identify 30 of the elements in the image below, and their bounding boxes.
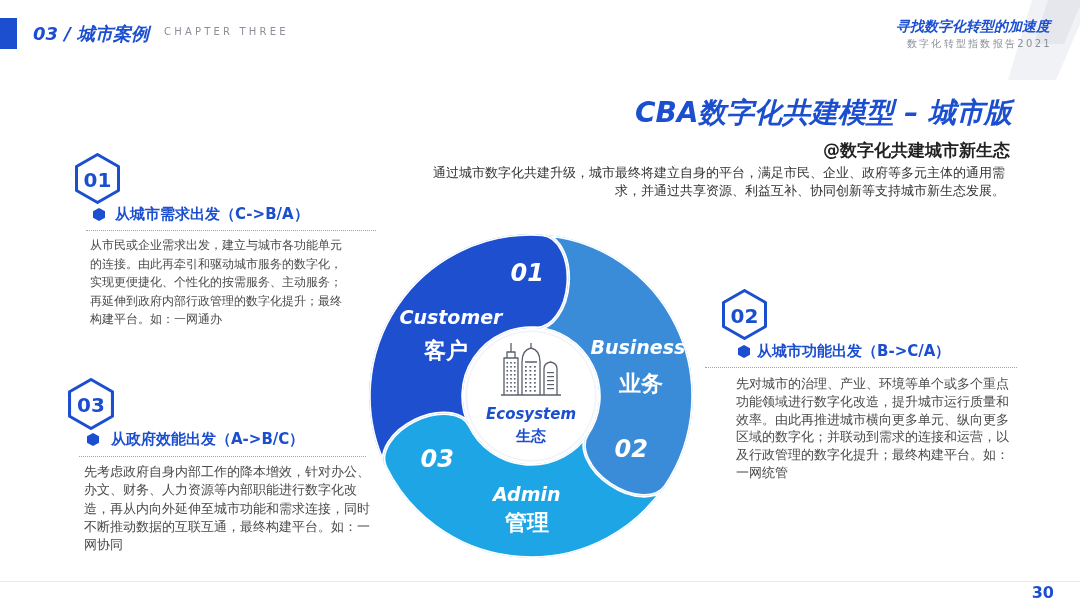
segment-number: 03 bbox=[420, 446, 454, 474]
segment-label: 客户 bbox=[424, 337, 468, 363]
segment-number: 02 bbox=[614, 436, 648, 464]
hexagon-badge bbox=[68, 378, 114, 430]
hub-label: 生态 bbox=[516, 427, 546, 445]
hub-label: Ecosystem bbox=[486, 405, 577, 423]
segment-label: Admin bbox=[493, 484, 561, 506]
section-subheading: 从城市功能出发（B->C/A） bbox=[757, 342, 951, 361]
segment-number: 01 bbox=[510, 260, 544, 288]
description-text: 从市民或企业需求出发，建立与城市各功能单元的连接。由此再牵引和驱动城市服务的数字化，实现更便捷化、个性化的按需服务、主动服务；再延伸到政府内部行政管理的数字化提升；最终构建平台。如：一网通办 bbox=[90, 237, 343, 328]
hexagon-badge bbox=[722, 289, 767, 340]
section-heading: 03 / 城市案例 bbox=[33, 22, 150, 46]
chapter-label: CHAPTER THREE bbox=[164, 26, 289, 37]
description-text: 先对城市的治理、产业、环境等单个或多个重点功能领域进行数字化改造，提升城市运行质量和效率。由此再推进城市横向更多单元、纵向更多区域的数字化；并联动到需求的连接和运营，以及行政管理的数字化提升；最终构建平台。如：一网统管 bbox=[736, 375, 1010, 482]
section-subheading: 从城市需求出发（C->B/A） bbox=[115, 205, 309, 224]
description-text: 先考虑政府自身内部工作的降本增效，针对办公、办文、财务、人力资源等内部职能进行数字化改造，再从内向外延伸至城市功能和需求连接，同时不断推动数据的互联互通，最终构建平台。如：一网协同 bbox=[84, 463, 371, 555]
subtitle: @数字化共建城市新生态 bbox=[823, 139, 1010, 162]
segment-label: Customer bbox=[399, 307, 503, 329]
section-subheading: 从政府效能出发（A->B/C） bbox=[111, 430, 305, 449]
step-number: 03 bbox=[77, 394, 105, 416]
page-number: 30 bbox=[1031, 583, 1054, 602]
intro-paragraph: 通过城市数字化共建升级，城市最终将建立自身的平台，满足市民、企业、政府等多元主体的通用需求，并通过共享资源、利益互补、协同创新等支持城市新生态发展。 bbox=[432, 164, 1005, 199]
report-name: 数字化转型指数报告2021 bbox=[906, 37, 1052, 51]
step-number: 02 bbox=[730, 304, 759, 327]
hexagon-badge bbox=[75, 153, 120, 204]
step-number: 01 bbox=[83, 168, 112, 191]
report-tagline: 寻找数字化转型的加速度 bbox=[896, 18, 1050, 36]
segment-label: 业务 bbox=[619, 370, 663, 396]
segment-label: Business bbox=[590, 337, 686, 359]
segment-label: 管理 bbox=[505, 509, 549, 535]
